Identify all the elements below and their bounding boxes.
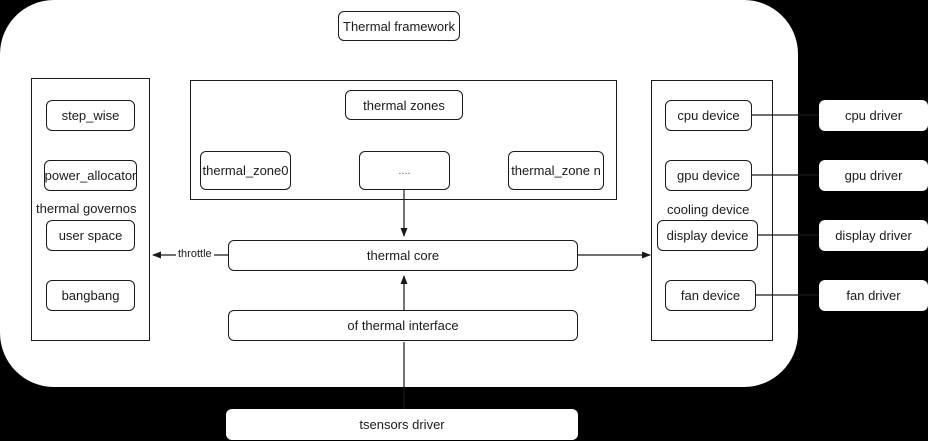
thermal-zones-header-label: thermal zones (363, 97, 445, 113)
thermal-zones-header-box: thermal zones (345, 90, 463, 120)
cooling-device-cpu-label: cpu device (677, 108, 740, 123)
cooling-device-cpu[interactable]: cpu device (665, 100, 752, 131)
thermal-zone-ellipsis-label: .... (398, 164, 411, 177)
thermal-zone-0-label: thermal_zone0 (202, 163, 289, 178)
governor-power-allocator[interactable]: power_allocator (44, 160, 137, 191)
thermal-framework-title-label: Thermal framework (343, 18, 455, 34)
cooling-device-gpu-label: gpu device (677, 168, 740, 183)
of-thermal-interface-box[interactable]: of thermal interface (228, 310, 578, 341)
cooling-device-display-label: display device (666, 228, 749, 243)
tsensors-driver-box[interactable]: tsensors driver (226, 409, 578, 440)
thermal-zone-ellipsis[interactable]: .... (359, 151, 450, 190)
thermal-core-label: thermal core (366, 248, 440, 263)
cpu-driver-label: cpu driver (844, 108, 903, 123)
cooling-device-gpu[interactable]: gpu device (665, 160, 752, 191)
tsensors-driver-label: tsensors driver (359, 417, 445, 432)
fan-driver-label: fan driver (846, 288, 901, 303)
cooling-device-fan[interactable]: fan device (665, 280, 756, 311)
thermal-zones-group (190, 80, 617, 200)
of-thermal-interface-label: of thermal interface (347, 318, 459, 333)
thermal-governors-group-label-text: thermal governos (36, 201, 137, 216)
governor-step-wise[interactable]: step_wise (46, 100, 135, 131)
cooling-device-group-label-text: cooling device (667, 202, 750, 217)
display-driver-label: display driver (835, 228, 912, 243)
cooling-device-group-label: cooling device (667, 202, 749, 217)
governor-step-wise-label: step_wise (61, 108, 120, 123)
governor-power-allocator-label: power_allocator (44, 168, 137, 183)
thermal-zone-n[interactable]: thermal_zone n (508, 151, 604, 190)
governor-bangbang-label: bangbang (61, 288, 120, 303)
gpu-driver-box[interactable]: gpu driver (819, 160, 928, 191)
thermal-governors-group (31, 78, 150, 341)
thermal-core-box[interactable]: thermal core (228, 240, 578, 271)
throttle-edge-label-text: throttle (178, 248, 212, 260)
gpu-driver-label: gpu driver (844, 168, 903, 183)
governor-user-space[interactable]: user space (46, 220, 135, 251)
governor-bangbang[interactable]: bangbang (46, 280, 135, 311)
fan-driver-box[interactable]: fan driver (819, 280, 928, 311)
thermal-framework-title-box: Thermal framework (338, 11, 460, 41)
cooling-device-group (651, 80, 773, 341)
governor-user-space-label: user space (58, 228, 123, 243)
cpu-driver-box[interactable]: cpu driver (819, 100, 928, 131)
cooling-device-display[interactable]: display device (657, 220, 758, 251)
cooling-device-fan-label: fan device (680, 288, 741, 303)
thermal-zone-0[interactable]: thermal_zone0 (200, 151, 291, 190)
display-driver-box[interactable]: display driver (819, 220, 928, 251)
thermal-zone-n-label: thermal_zone n (511, 163, 601, 178)
throttle-edge-label: throttle (176, 248, 214, 260)
thermal-governors-group-label: thermal governos (36, 201, 136, 216)
